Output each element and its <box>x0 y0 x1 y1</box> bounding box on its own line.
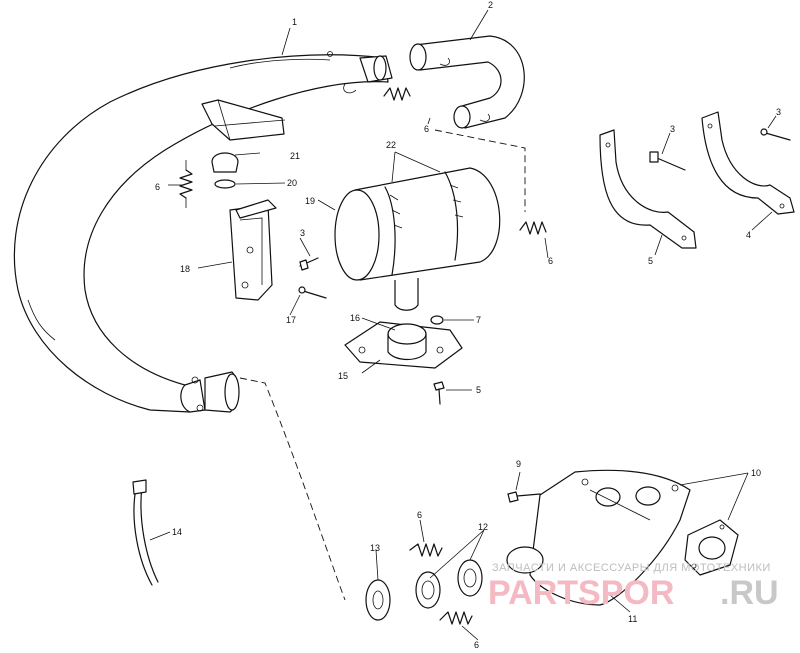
exhaust-pipe <box>13 51 393 413</box>
callout-5a: 5 <box>476 385 481 395</box>
callout-3b: 3 <box>670 124 675 134</box>
bolt-3-center <box>649 151 686 171</box>
callout-22: 22 <box>386 140 396 150</box>
callout-19: 19 <box>305 196 315 206</box>
callout-3c: 3 <box>776 107 781 117</box>
callout-6b: 6 <box>155 182 160 192</box>
strap-14 <box>132 479 159 586</box>
callout-14: 14 <box>172 527 182 537</box>
hanger-bracket-4 <box>701 111 795 215</box>
callout-4: 4 <box>746 230 751 240</box>
watermark-tagline: ЗАПЧАСТИ И АКСЕССУАРЫ ДЛЯ МОТОТЕХНИКИ <box>492 562 771 574</box>
callout-20: 20 <box>287 178 297 188</box>
callout-12: 12 <box>478 522 488 532</box>
callout-17: 17 <box>286 315 296 325</box>
exhaust-manifold <box>506 469 739 606</box>
bolt-9 <box>507 491 541 503</box>
washer-7 <box>430 315 444 325</box>
callout-5b: 5 <box>648 256 653 266</box>
callout-6e: 6 <box>474 640 479 650</box>
seal-13 <box>365 579 391 621</box>
callout-11: 11 <box>628 614 637 624</box>
bolt-5 <box>433 381 445 405</box>
gasket-12b <box>457 559 483 597</box>
callout-9: 9 <box>516 459 521 469</box>
watermark: ЗАПЧАСТИ И АКСЕССУАРЫ ДЛЯ МОТОТЕХНИКИ PA… <box>488 562 779 612</box>
callout-6d: 6 <box>417 510 422 520</box>
gasket-12a <box>415 571 441 609</box>
muffler <box>334 167 501 311</box>
flange-plate <box>344 321 463 369</box>
callout-3a: 3 <box>300 228 305 238</box>
callout-6c: 6 <box>548 256 553 266</box>
callout-6a: 6 <box>424 124 429 134</box>
callout-1: 1 <box>292 17 297 27</box>
callout-16: 16 <box>350 313 360 323</box>
callout-15: 15 <box>338 371 348 381</box>
hanger-bracket-5 <box>599 129 697 249</box>
callout-7: 7 <box>476 315 481 325</box>
tailpipe-tube <box>409 35 525 129</box>
callout-13: 13 <box>370 543 380 553</box>
callout-2: 2 <box>488 0 493 10</box>
mount-bracket <box>229 199 277 301</box>
spring-6-upper <box>383 87 411 101</box>
callout-21: 21 <box>290 151 300 161</box>
watermark-tld: .RU <box>720 574 779 612</box>
rubber-mount-21 <box>211 152 239 173</box>
washer-20 <box>214 179 236 189</box>
callout-labels: 1 2 6 22 21 20 6 19 3 18 17 16 7 15 5 6 … <box>155 0 781 650</box>
bolt-3-left <box>299 257 319 271</box>
spring-6-right <box>519 221 547 235</box>
bolt-17 <box>298 286 327 299</box>
callout-18: 18 <box>180 264 190 274</box>
spring-6-lower-a <box>409 543 443 557</box>
callout-10: 10 <box>751 468 761 478</box>
leader-lines <box>149 9 777 641</box>
bolt-3-right <box>760 128 791 141</box>
spring-6-left <box>179 160 193 208</box>
watermark-brand: PARTSPOR <box>488 574 674 612</box>
spring-6-lower-b <box>439 611 473 625</box>
